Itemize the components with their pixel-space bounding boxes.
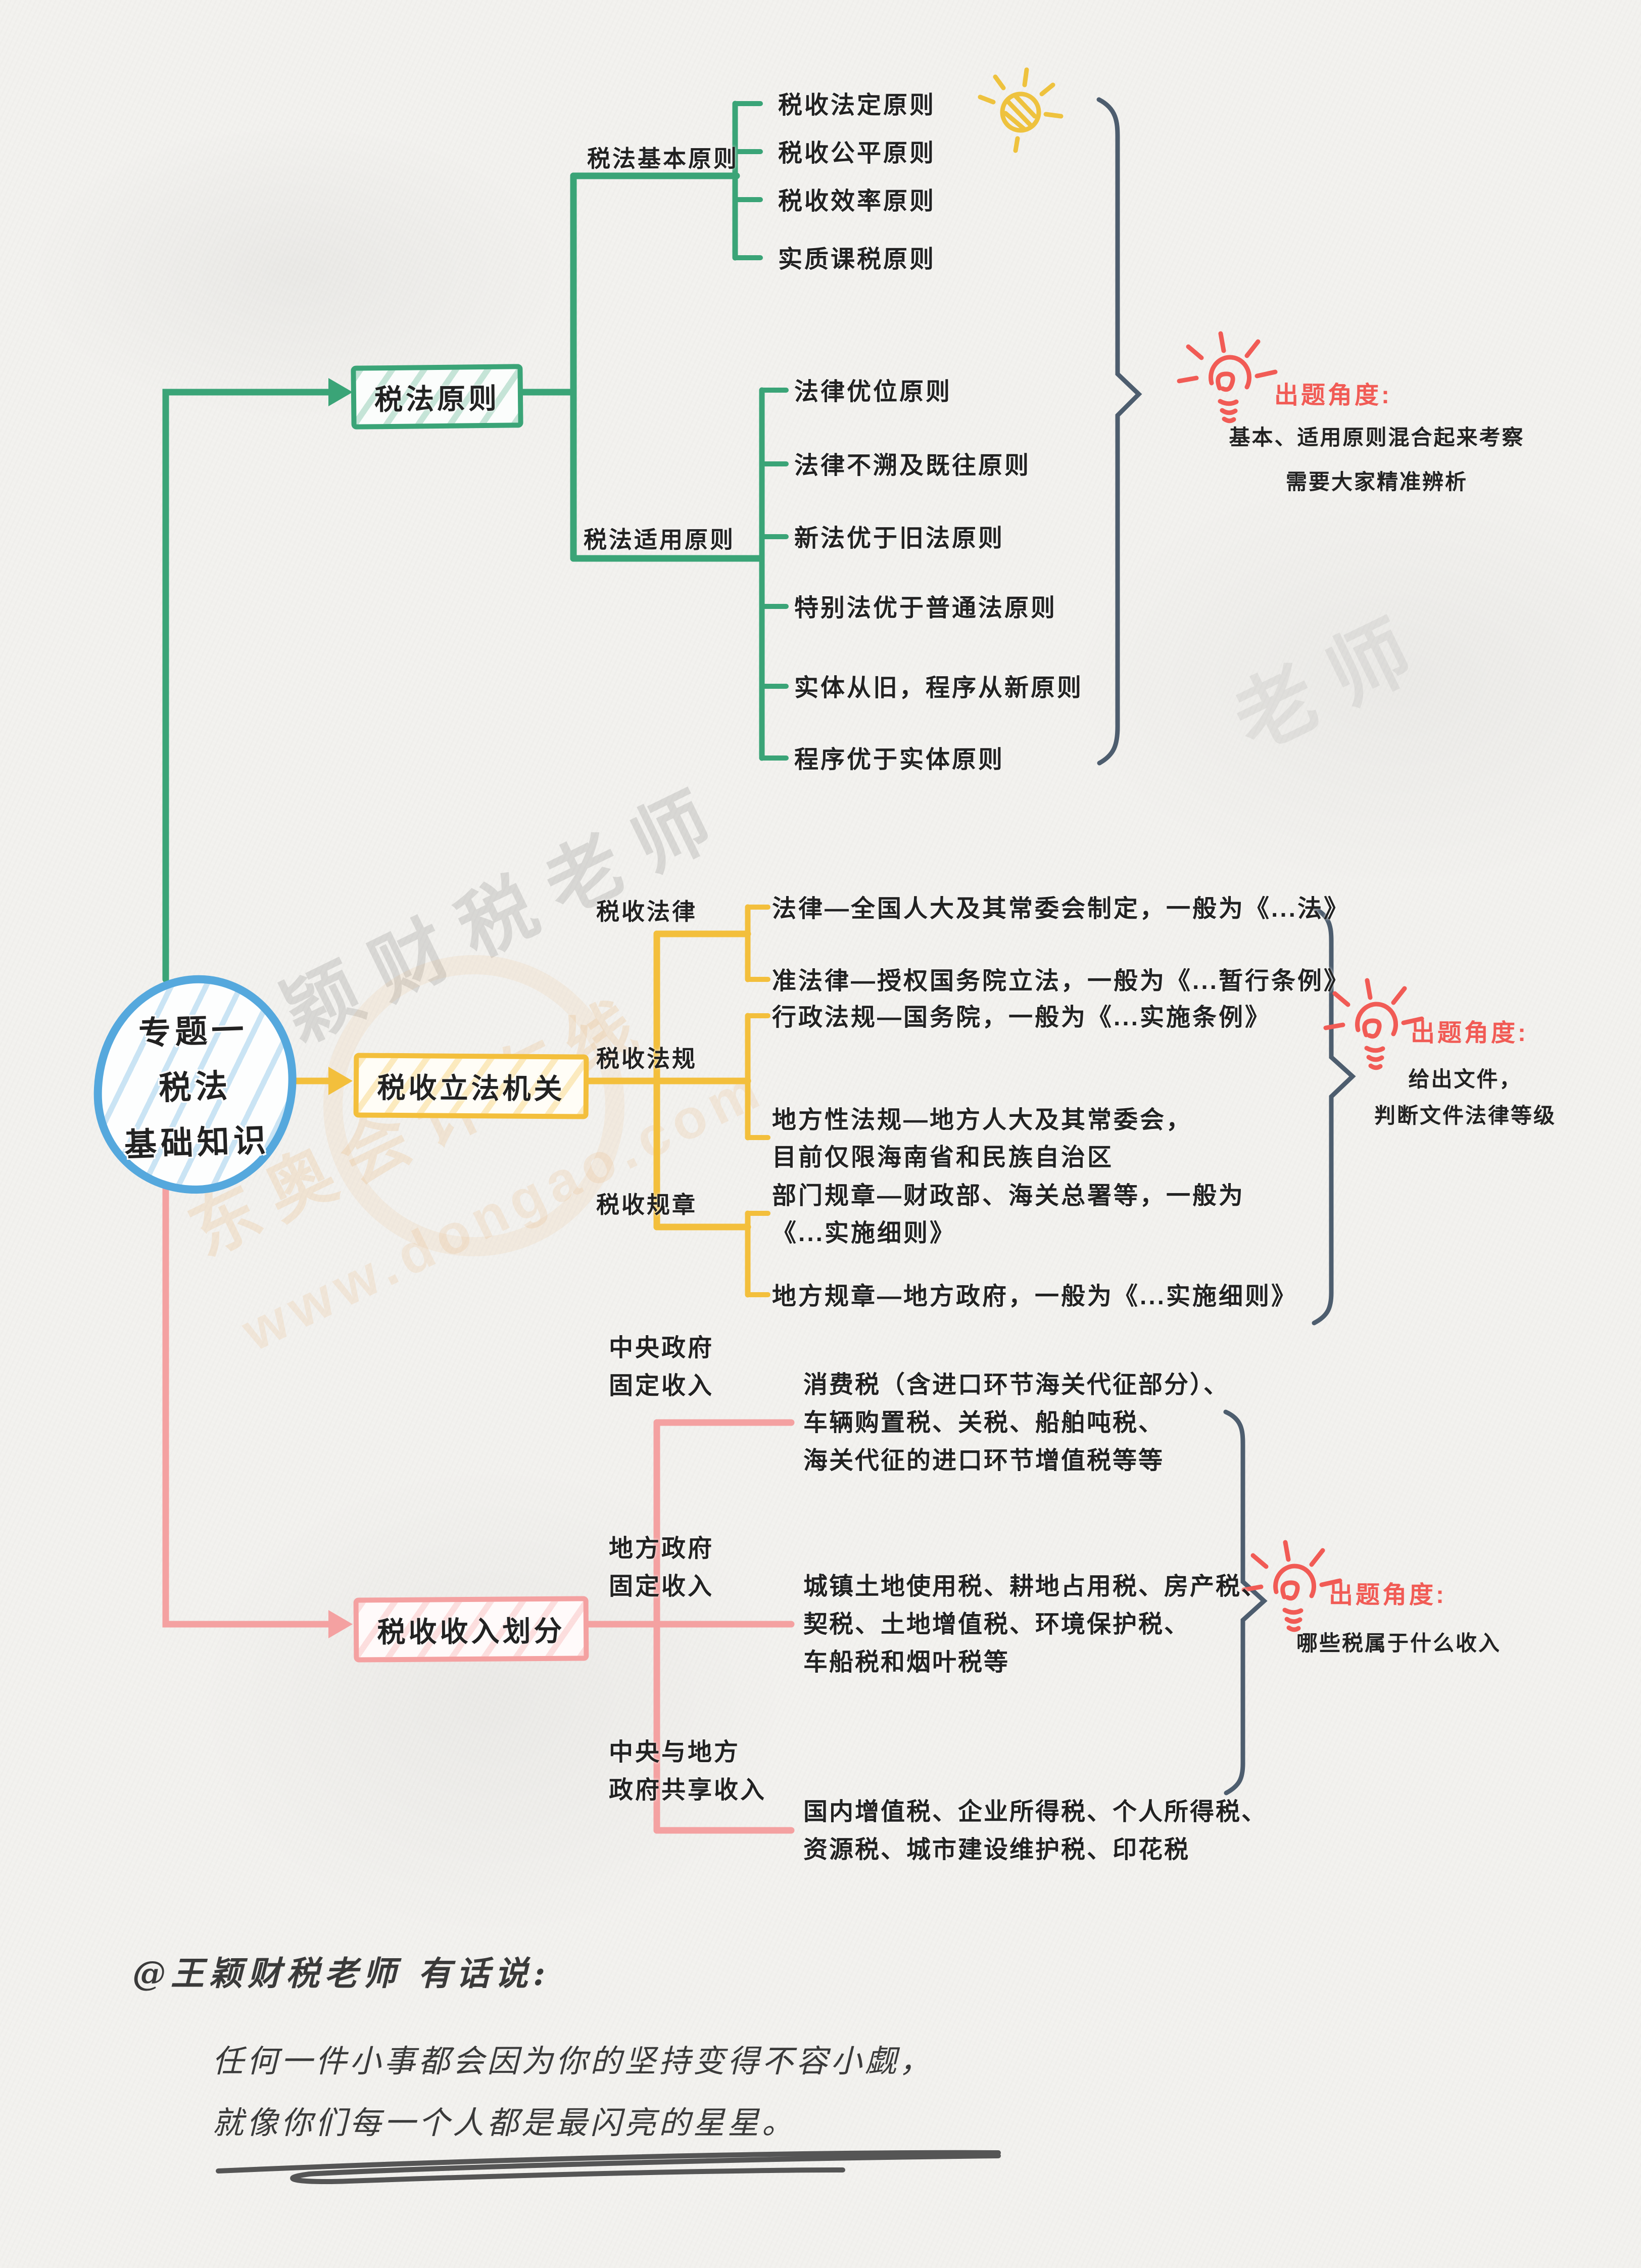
braces xyxy=(1096,97,1356,1796)
pink-branch-label: 地方政府 固定收入 xyxy=(609,1530,714,1605)
scribble-underline xyxy=(216,2150,1001,2185)
label-line: 政府共享收入 xyxy=(609,1777,767,1804)
green-applicable-leaf: 实体从旧，程序从新原则 xyxy=(794,675,1084,701)
root-line-3: 基础知识 xyxy=(123,1121,271,1163)
principles-annotation-title: 出题角度: xyxy=(1274,382,1392,409)
footer-quote-line: 就像你们每一个人都是最闪亮的星星。 xyxy=(212,2104,797,2141)
leaf-line: 资源税、城市建设维护税、印花税 xyxy=(803,1836,1190,1863)
label-line: 地方政府 xyxy=(609,1535,714,1562)
green-applicable-leaf: 程序优于实体原则 xyxy=(794,746,1005,773)
pink-trunk xyxy=(162,1170,333,1628)
pink-leaf-block: 城镇土地使用税、耕地占用税、房产税、 契税、土地增值税、环境保护税、 车船税和烟… xyxy=(803,1568,1267,1681)
pink-leaf-block: 消费税（含进口环节海关代征部分）、 车辆购置税、关税、船舶吨税、 海关代征的进口… xyxy=(803,1366,1229,1480)
revenue-annotation-line: 哪些税属于什么收入 xyxy=(1296,1631,1502,1655)
footer-handle: @王颖财税老师 有话说: xyxy=(132,1954,551,1993)
principles-brace xyxy=(1096,97,1142,766)
yellow-leaf: 地方性法规—地方人大及其常委会， 目前仅限海南省和民族自治区 xyxy=(772,1102,1192,1176)
root-line-2: 税法 xyxy=(158,1067,232,1107)
green-basic-ticks xyxy=(733,101,763,260)
yellow-arrowhead-icon xyxy=(328,1067,353,1095)
revenue-annotation-title: 出题角度: xyxy=(1329,1582,1446,1609)
lightbulb-icon xyxy=(1179,334,1275,421)
green-applicable-ticks xyxy=(759,388,789,761)
legislation-annotation-title: 出题角度: xyxy=(1411,1020,1528,1047)
yellow-leaf: 行政法规—国务院，一般为《...实施条例》 xyxy=(772,1004,1272,1031)
yellow-regs-ticks xyxy=(745,1013,770,1140)
annotation-line: 需要大家精准辨析 xyxy=(1285,470,1468,494)
pink-branch-label: 中央与地方 政府共享收入 xyxy=(609,1733,766,1809)
legislation-brace xyxy=(1311,906,1356,1326)
leaf-line: 目前仅限海南省和民族自治区 xyxy=(772,1144,1114,1171)
annotation-line: 判断文件法律等级 xyxy=(1374,1104,1556,1127)
green-basic-label: 税法基本原则 xyxy=(587,146,739,172)
label-line: 中央与地方 xyxy=(609,1739,741,1766)
green-applicable-leaf: 新法优于旧法原则 xyxy=(794,525,1005,552)
legislation-annotation: 给出文件， 判断文件法律等级 xyxy=(1334,1061,1597,1134)
yellow-branch-label: 税收规章 xyxy=(596,1192,697,1218)
yellow-leaf: 地方规章—地方政府，一般为《...实施细则》 xyxy=(772,1283,1298,1310)
leaf-line: 地方性法规—地方人大及其常委会， xyxy=(772,1107,1193,1133)
leaf-line: 消费税（含进口环节海关代征部分）、 xyxy=(803,1372,1230,1398)
green-wires xyxy=(162,101,789,983)
leaf-line: 车船税和烟叶税等 xyxy=(803,1649,1010,1676)
leaf-line: 契税、土地增值税、环境保护税、 xyxy=(803,1611,1190,1638)
pink-arrowhead-icon xyxy=(328,1610,353,1638)
green-arrowhead-icon xyxy=(328,378,353,406)
footer-quote-line: 任何一件小事都会因为你的坚持变得不容小觑， xyxy=(212,2043,934,2080)
label-line: 中央政府 xyxy=(609,1335,714,1361)
revenue-brace xyxy=(1223,1409,1268,1796)
label-line: 固定收入 xyxy=(609,1373,714,1399)
green-basic-leaf: 税收法定原则 xyxy=(778,92,936,119)
annotation-line: 基本、适用原则混合起来考察 xyxy=(1229,426,1525,449)
green-basic-leaf: 实质课税原则 xyxy=(778,246,936,273)
pink-leaf-block: 国内增值税、企业所得税、个人所得税、 资源税、城市建设维护税、印花税 xyxy=(803,1793,1267,1869)
node-tax-revenue-division: 税收收入划分 xyxy=(353,1596,589,1663)
yellow-branch-label: 税收法律 xyxy=(596,899,697,925)
green-applicable-leaf: 特别法优于普通法原则 xyxy=(794,595,1057,622)
yellow-wires xyxy=(275,904,770,1298)
leaf-line: 海关代征的进口环节增值税等等 xyxy=(803,1447,1165,1474)
yellow-leaf: 法律—全国人大及其常委会制定，一般为《...法》 xyxy=(772,895,1350,922)
pink-branch-label: 中央政府 固定收入 xyxy=(609,1329,714,1405)
yellow-leaf: 准法律—授权国务院立法，一般为《...暂行条例》 xyxy=(772,968,1350,995)
green-basic-leaf: 税收公平原则 xyxy=(778,140,936,167)
green-applicable-leaf: 法律不溯及既往原则 xyxy=(794,452,1031,479)
leaf-line: 车辆购置税、关税、船舶吨税、 xyxy=(803,1409,1165,1436)
pink-wires xyxy=(162,1170,795,1834)
root-line-1: 专题一 xyxy=(138,1011,249,1052)
yellow-rules-ticks xyxy=(745,1211,770,1297)
node-tax-law-principles: 税法原则 xyxy=(351,364,523,430)
sparkle-icon xyxy=(980,70,1061,151)
leaf-line: 部门规章—财政部、海关总署等，一般为 xyxy=(772,1183,1245,1209)
leaf-line: 城镇土地使用税、耕地占用税、房产税、 xyxy=(803,1573,1268,1600)
yellow-law-ticks xyxy=(745,905,770,982)
label-line: 固定收入 xyxy=(609,1573,714,1600)
yellow-leaf: 部门规章—财政部、海关总署等，一般为 《...实施细则》 xyxy=(772,1177,1245,1252)
green-applicable-label: 税法适用原则 xyxy=(584,527,735,553)
green-trunk xyxy=(162,389,333,983)
leaf-line: 国内增值税、企业所得税、个人所得税、 xyxy=(803,1799,1268,1825)
green-basic-leaf: 税收效率原则 xyxy=(778,188,936,215)
annotation-line: 给出文件， xyxy=(1408,1067,1522,1091)
green-applicable-leaf: 法律优位原则 xyxy=(794,379,952,405)
yellow-branch-label: 税收法规 xyxy=(596,1046,697,1072)
leaf-line: 《...实施细则》 xyxy=(772,1220,956,1247)
node-tax-legislation-organs: 税收立法机关 xyxy=(353,1053,589,1119)
principles-annotation: 基本、适用原则混合起来考察 需要大家精准辨析 xyxy=(1177,415,1576,504)
